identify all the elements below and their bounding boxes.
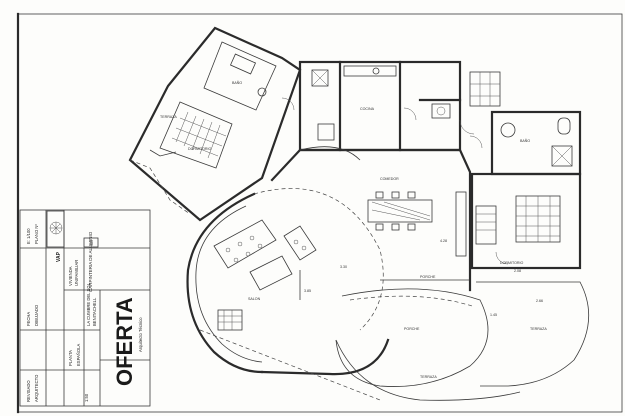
porch-curve — [335, 288, 489, 387]
tb-cell-2: PLANO Nº — [34, 224, 39, 244]
kitchen-counter — [343, 65, 397, 77]
room-dormitorio-right: DORMITORIO — [500, 261, 523, 265]
railing-dots — [199, 329, 381, 401]
right-bedroom: DORMITORIO 2.08 — [470, 172, 582, 273]
nightstand — [149, 149, 177, 157]
coffee-table — [249, 255, 293, 291]
sheet-line-1: PLANTA — [68, 350, 73, 366]
firm-logo — [46, 210, 65, 248]
dining-chairs — [375, 191, 416, 231]
room-comedor: COMEDOR — [380, 177, 399, 181]
tb-cell-1: E: 1/100 — [26, 228, 31, 244]
dim-living: 4.28 — [440, 239, 447, 243]
terrace-right — [476, 281, 590, 387]
project-line-1: VIVIENDA — [68, 266, 73, 286]
room-bano-right: BAÑO — [520, 138, 530, 143]
washbasin — [257, 87, 267, 97]
sideboard — [455, 191, 467, 257]
armchair — [283, 225, 317, 261]
room-bano-left: BAÑO — [232, 80, 242, 85]
room-salon: SALON — [248, 297, 261, 301]
left-bath — [203, 41, 277, 111]
bed-left-hatch — [171, 111, 227, 159]
right-bath-outline — [490, 110, 582, 176]
left-wing: TERRAZA DORMITORIO BAÑO — [128, 26, 302, 222]
room-terraza-bottom: TERRAZA — [420, 375, 437, 379]
living-dashed-arc — [253, 188, 384, 331]
bed-left — [159, 101, 233, 169]
tb-cell-3: FECHA — [26, 312, 31, 326]
wc-top — [317, 123, 335, 141]
tb-cell-4: DIBUJADO — [34, 304, 39, 326]
sheet-line-2: ESPAÑOLA — [76, 344, 81, 366]
door-swings — [281, 97, 509, 265]
scale-badge: 485 — [90, 240, 94, 246]
bathtub — [229, 53, 257, 75]
terrace-bottom — [335, 339, 521, 401]
sheet-frame — [17, 13, 623, 413]
room-cocina: COCINA — [360, 107, 375, 111]
dim-porch: 1.45 — [490, 313, 497, 317]
room-terraza-right: TERRAZA — [530, 327, 547, 331]
dim-right-bedroom: 2.08 — [514, 269, 521, 273]
living-area: 4.28 COMEDOR PORCHE — [253, 146, 472, 331]
dim-terrace: 2.66 — [536, 299, 543, 303]
project-line-3: LA CUMBRE DEL SOL — [86, 282, 91, 326]
right-washbasin — [500, 122, 516, 138]
appliance — [431, 103, 451, 119]
title-block: VAP E: 1/100 PLANO Nº FECHA DIBUJADO REV… — [19, 209, 151, 407]
project-line-4: BENITACHELL — [92, 297, 97, 326]
sofa-cushions — [225, 235, 263, 263]
vertical-title: CARPINTERIA DE ALUMINIO — [88, 231, 93, 292]
kitchen-block: COCINA — [298, 60, 462, 152]
porch: PORCHE TERRAZA TERRAZA 2.66 1.45 3.30 — [199, 265, 590, 401]
corridor-label: PORCHE — [420, 275, 436, 279]
project-line-2: UNIFAMILIAR — [74, 260, 79, 286]
sofa-back — [213, 219, 277, 269]
room-porche: PORCHE — [404, 327, 420, 331]
left-wing-outline — [128, 26, 302, 222]
stair-grid — [469, 71, 501, 107]
dining-table — [367, 199, 433, 223]
scale-badge-box — [83, 237, 99, 248]
kitchen-outline — [298, 60, 462, 152]
right-bath-block: BAÑO — [469, 71, 582, 176]
room-terraza-left: TERRAZA — [160, 115, 177, 119]
oferta-stamp: OFERTA — [112, 297, 137, 386]
dim-salon: 3.85 — [304, 289, 311, 293]
right-wc — [557, 117, 571, 135]
salon-curved-wall — [186, 192, 264, 374]
wardrobe — [475, 205, 497, 245]
rug — [217, 309, 243, 331]
salon: 3.85 SALON — [186, 192, 390, 376]
oferta-subtitle: Arquitecto Técnico — [138, 317, 143, 352]
tb-cell-5: REVISADO — [26, 380, 31, 402]
right-bedroom-outline — [470, 172, 582, 270]
logo-text: VAP — [56, 251, 62, 262]
right-shower — [551, 145, 573, 167]
terrace-left-edge — [129, 159, 191, 215]
shower-top — [311, 69, 329, 87]
room-dormitorio-left: DORMITORIO — [188, 147, 211, 151]
tb-cell-6: ARQUITECTO — [34, 374, 39, 402]
living-walls — [270, 148, 472, 292]
sheet-line-3: 1:50 — [84, 393, 89, 402]
kitchen-sink — [372, 67, 380, 75]
dim-salon-2: 3.30 — [340, 265, 347, 269]
